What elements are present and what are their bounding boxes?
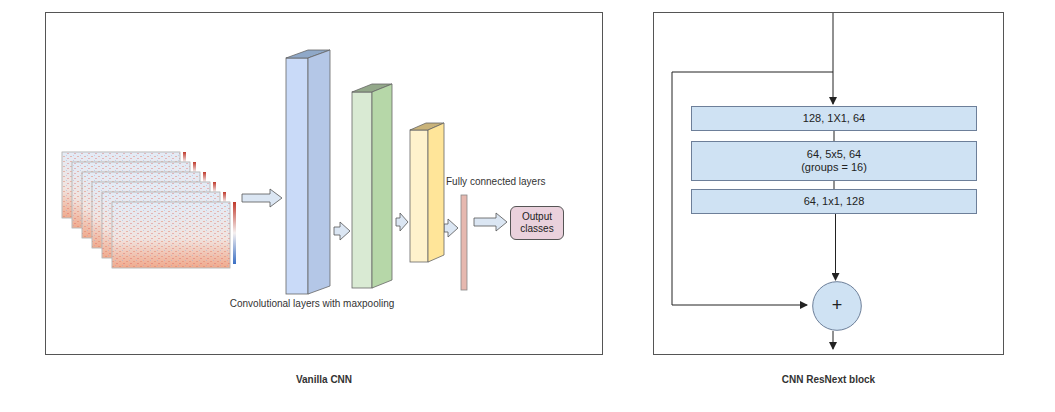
output-box: Output classes bbox=[510, 206, 564, 240]
annotation-label: Convolutional layers with maxpooling bbox=[224, 298, 400, 309]
conv-layer-box: 128, 1X1, 64 bbox=[691, 106, 977, 131]
connector bbox=[834, 131, 835, 141]
sum-circle: + bbox=[812, 281, 862, 331]
panel-caption: CNN ResNext block bbox=[654, 374, 1003, 385]
block-arrow bbox=[396, 213, 408, 231]
panel: CNN ResNext block128, 1X1, 6464, 5x5, 64… bbox=[653, 12, 1004, 355]
node-text: 64, 5x5, 64 (groups = 16) bbox=[793, 148, 875, 174]
conv-layer-box: 64, 5x5, 64 (groups = 16) bbox=[691, 141, 977, 181]
node-text: 128, 1X1, 64 bbox=[803, 112, 865, 125]
conv-block bbox=[410, 123, 444, 262]
connector bbox=[835, 214, 836, 280]
annotation-label: Fully connected layers bbox=[446, 176, 546, 187]
conv-layer-box: 64, 1x1, 128 bbox=[691, 189, 977, 214]
wire bbox=[672, 13, 833, 349]
panel-caption: Vanilla CNN bbox=[46, 374, 602, 385]
conv-block bbox=[352, 84, 392, 288]
node-text: 64, 1x1, 128 bbox=[804, 195, 865, 208]
conv-block bbox=[286, 50, 330, 294]
node-text: + bbox=[832, 295, 843, 317]
connector bbox=[834, 181, 835, 189]
fc-layer-bar bbox=[461, 195, 467, 290]
spectrogram-stack bbox=[62, 152, 236, 268]
node-text: Output classes bbox=[514, 211, 560, 235]
